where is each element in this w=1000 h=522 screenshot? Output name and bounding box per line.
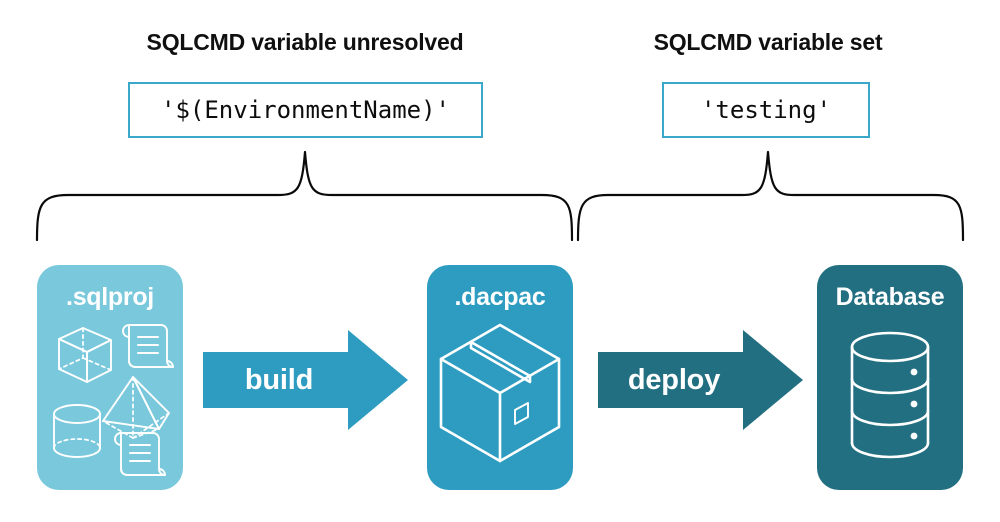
value-text-set: 'testing' bbox=[700, 96, 832, 124]
project-shapes-icon bbox=[53, 324, 174, 476]
value-box-unresolved: '$(EnvironmentName)' bbox=[128, 82, 483, 138]
pyramid-icon bbox=[102, 376, 170, 440]
arrow-build: build bbox=[203, 330, 408, 430]
brace-left-icon bbox=[35, 150, 574, 242]
arrow-build-shape bbox=[203, 330, 408, 430]
value-box-set: 'testing' bbox=[662, 82, 870, 138]
stage-label-sqlproj: .sqlproj bbox=[66, 283, 154, 311]
arrow-label-deploy: deploy bbox=[627, 363, 721, 396]
value-text-unresolved: '$(EnvironmentName)' bbox=[161, 96, 450, 124]
script-scroll-bottom-icon bbox=[114, 432, 166, 476]
database-cylinder-icon bbox=[850, 331, 930, 459]
arrow-deploy: deploy bbox=[598, 330, 803, 430]
stage-label-database: Database bbox=[835, 283, 945, 311]
cylinder-icon bbox=[53, 404, 101, 458]
script-scroll-top-icon bbox=[122, 324, 174, 368]
group-title-right: SQLCMD variable set bbox=[653, 29, 883, 55]
brace-group bbox=[35, 150, 965, 242]
stage-dacpac: .dacpac bbox=[427, 265, 573, 490]
group-title-left: SQLCMD variable unresolved bbox=[146, 29, 464, 55]
stage-label-dacpac: .dacpac bbox=[454, 283, 546, 311]
stage-sqlproj: .sqlproj bbox=[37, 265, 183, 490]
arrow-deploy-shape bbox=[598, 330, 803, 430]
package-box-icon bbox=[439, 323, 561, 463]
arrow-label-build: build bbox=[244, 363, 314, 396]
cube-icon bbox=[58, 327, 112, 383]
stage-database: Database bbox=[817, 265, 963, 490]
brace-right-icon bbox=[576, 150, 965, 242]
